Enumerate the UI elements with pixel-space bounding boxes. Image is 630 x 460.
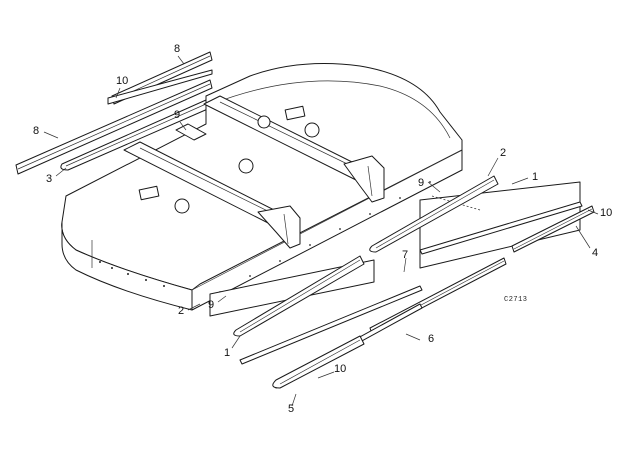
- callout-8-left: 8: [33, 125, 40, 137]
- callout-2-right: 2: [500, 147, 507, 159]
- part-10-right-strip: [511, 205, 595, 253]
- cross-beam-front: [123, 141, 301, 249]
- callout-10-top: 10: [116, 75, 129, 87]
- part-2-left-rail: [233, 255, 365, 337]
- callout-6: 6: [428, 333, 435, 345]
- part-8-left-strip: [15, 79, 213, 175]
- callout-3: 3: [46, 173, 53, 185]
- deck-opening-center: [238, 158, 254, 174]
- callout-4: 4: [592, 247, 599, 259]
- callout-5: 5: [288, 403, 295, 415]
- drawing-code: C2713: [504, 296, 528, 304]
- callout-7: 7: [402, 249, 409, 261]
- center-longitudinal-rail: [175, 123, 207, 141]
- callout-2-left: 2: [178, 305, 185, 317]
- callout-1-right: 1: [532, 171, 539, 183]
- part-10-bottom-strip: [272, 335, 365, 389]
- callout-9-left: 9: [208, 299, 215, 311]
- cross-beam-rear: [203, 95, 385, 203]
- deck-body: [61, 63, 463, 311]
- part-10-top-strip: [107, 69, 213, 105]
- callout-9-top: 9: [174, 109, 181, 121]
- callout-9-right: 9: [418, 177, 425, 189]
- leader-lines: [43, 55, 599, 407]
- part-3-long-rail: [60, 99, 211, 171]
- callout-8-top: 8: [174, 43, 181, 55]
- callout-1-left: 1: [224, 347, 231, 359]
- deck-opening-left: [138, 185, 190, 214]
- part-2-right-rail: [369, 175, 499, 253]
- callout-10-right: 10: [600, 207, 613, 219]
- part-1-left-strip: [239, 285, 423, 365]
- callout-10-bottom: 10: [334, 363, 347, 375]
- part-1-right-strip: [419, 201, 583, 255]
- deck-opening-rear: [257, 105, 320, 138]
